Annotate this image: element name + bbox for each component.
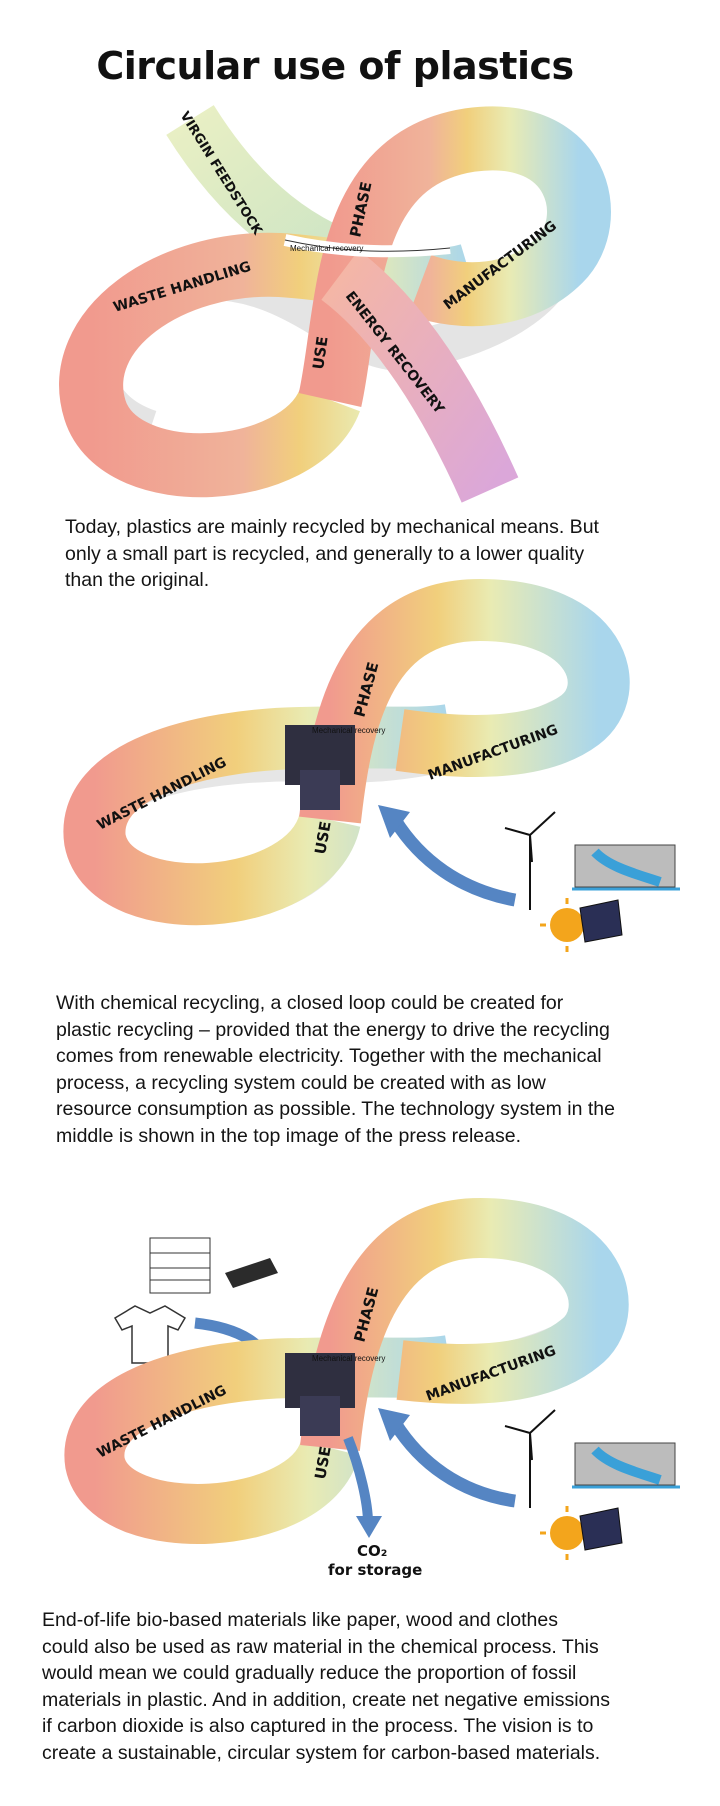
energy-arrow [389,1419,516,1508]
paper-stack-icon [149,1237,211,1294]
paragraph-bio-based-materials: End-of-life bio-based materials like pap… [42,1609,610,1764]
label-mechanical-recovery: Mechanical recovery [290,244,363,253]
energy-arrow [389,816,517,907]
wood-log-icon [225,1258,278,1288]
plastics-loop-diagram-mechanical: VIRGIN FEEDSTOCK PHASE Mechanical recove… [59,105,611,503]
label-use: USE [309,335,331,370]
label-mechanical-recovery: Mechanical recovery [312,726,385,735]
paragraph-chemical-recycling: With chemical recycling, a closed loop c… [56,992,615,1147]
hydropower-dam-icon [572,1442,680,1489]
solar-panel-icon [579,1507,623,1551]
co2-output-arrow [343,1436,373,1524]
loop-right-band [300,1197,629,1451]
label-co2: CO₂ [357,1542,387,1560]
label-for-storage: for storage [328,1561,422,1579]
loop-right-band [299,578,630,824]
hydropower-dam-icon [572,844,680,891]
solar-panel-icon [579,899,623,943]
sun-icon [540,898,594,952]
wind-turbine-icon [504,1409,556,1508]
plastics-loop-diagram-bio-based: Mechanical recovery PHASE MANUFACTURING … [64,1197,680,1579]
label-use: USE [311,820,334,856]
page-title: Circular use of plastics [96,44,574,88]
paragraph-mechanical-recycling: Today, plastics are mainly recycled by m… [65,516,599,591]
loop-left-band [64,1335,455,1544]
label-use: USE [311,1445,334,1481]
wind-turbine-icon [504,811,556,910]
plastics-loop-diagram-chemical: Mechanical recovery PHASE MANUFACTURING … [63,578,680,952]
energy-recovery-band [320,250,519,503]
label-mechanical-recovery: Mechanical recovery [312,1354,385,1363]
t-shirt-icon [113,1305,187,1364]
